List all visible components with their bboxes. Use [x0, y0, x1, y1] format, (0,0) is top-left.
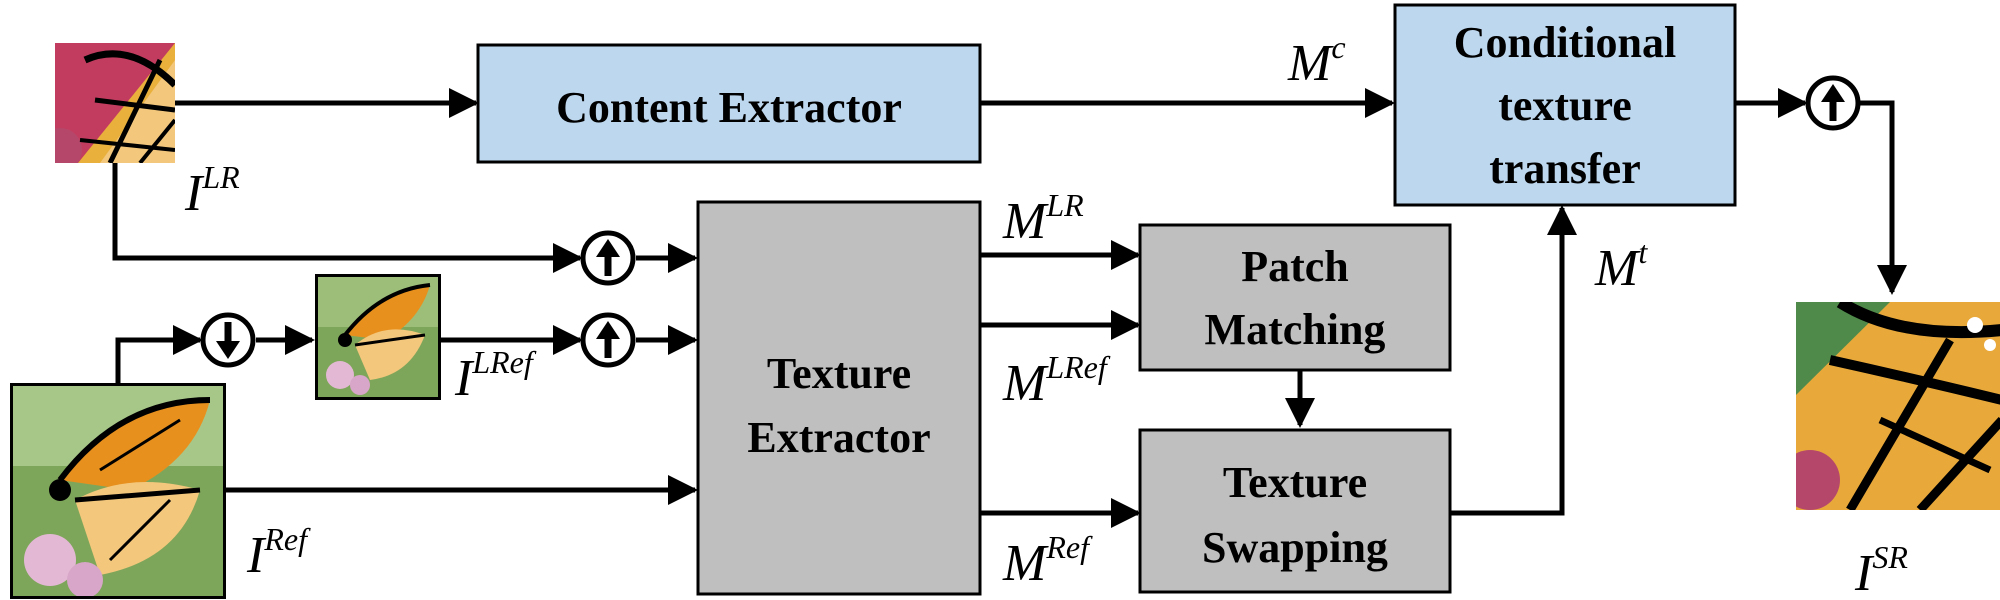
connectors — [112, 88, 1907, 528]
texture-swapping-line-1: Texture — [1223, 458, 1367, 507]
lrref-image — [315, 274, 441, 400]
down-arrow-circle-icon-downsample-ref — [200, 312, 256, 368]
up-arrow-circle-icon-upsample-lrref — [580, 312, 636, 368]
arrow-ref-to-downsample — [115, 325, 203, 385]
ref-image — [10, 383, 226, 599]
texture-extractor-line-1: Texture — [767, 349, 911, 398]
content-extractor-label: Content Extractor — [556, 83, 902, 132]
label-m-ref: MRef — [1002, 529, 1093, 592]
patch-matching-rect — [1138, 223, 1452, 372]
conditional-transfer-rect — [1393, 3, 1737, 207]
label-i-ref: IRef — [246, 521, 311, 584]
lr-input-image — [55, 43, 175, 163]
label-m-lref: MLRef — [1002, 349, 1111, 412]
texture-swapping-line-2: Swapping — [1202, 523, 1388, 572]
patch-matching-box: Patch Matching — [1138, 223, 1452, 372]
content-extractor-rect — [476, 43, 982, 164]
label-i-sr: ISR — [1854, 539, 1908, 600]
label-m-c: Mc — [1287, 29, 1346, 92]
up-arrow-circle-icon-upsample-lr — [580, 230, 636, 286]
conditional-transfer-box: Conditional texture transfer — [1393, 3, 1737, 207]
label-m-lr: MLR — [1002, 187, 1084, 250]
label-m-t: Mt — [1594, 234, 1648, 297]
arrow-lr-to-upsample — [112, 163, 583, 273]
sr-output-image — [1796, 302, 2000, 510]
arrow-upsample-to-sr — [1860, 100, 1907, 295]
texture-extractor-line-2: Extractor — [747, 413, 930, 462]
texture-swapping-box: Texture Swapping — [1138, 428, 1452, 594]
up-arrow-circle-icon-upsample-output — [1805, 75, 1861, 131]
patch-matching-line-2: Matching — [1205, 305, 1386, 354]
conditional-transfer-line-2: texture — [1498, 81, 1632, 130]
content-extractor-box: Content Extractor — [476, 43, 982, 164]
conditional-transfer-line-3: transfer — [1489, 144, 1641, 193]
texture-extractor-box: Texture Extractor — [696, 200, 982, 596]
texture-swapping-rect — [1138, 428, 1452, 594]
label-i-lrref: ILRef — [454, 344, 537, 407]
patch-matching-line-1: Patch — [1241, 242, 1349, 291]
texture-extractor-rect — [696, 200, 982, 596]
conditional-transfer-line-1: Conditional — [1454, 18, 1677, 67]
label-i-lr: ILR — [184, 159, 240, 222]
arrow-mt-to-conditional — [1450, 205, 1577, 516]
